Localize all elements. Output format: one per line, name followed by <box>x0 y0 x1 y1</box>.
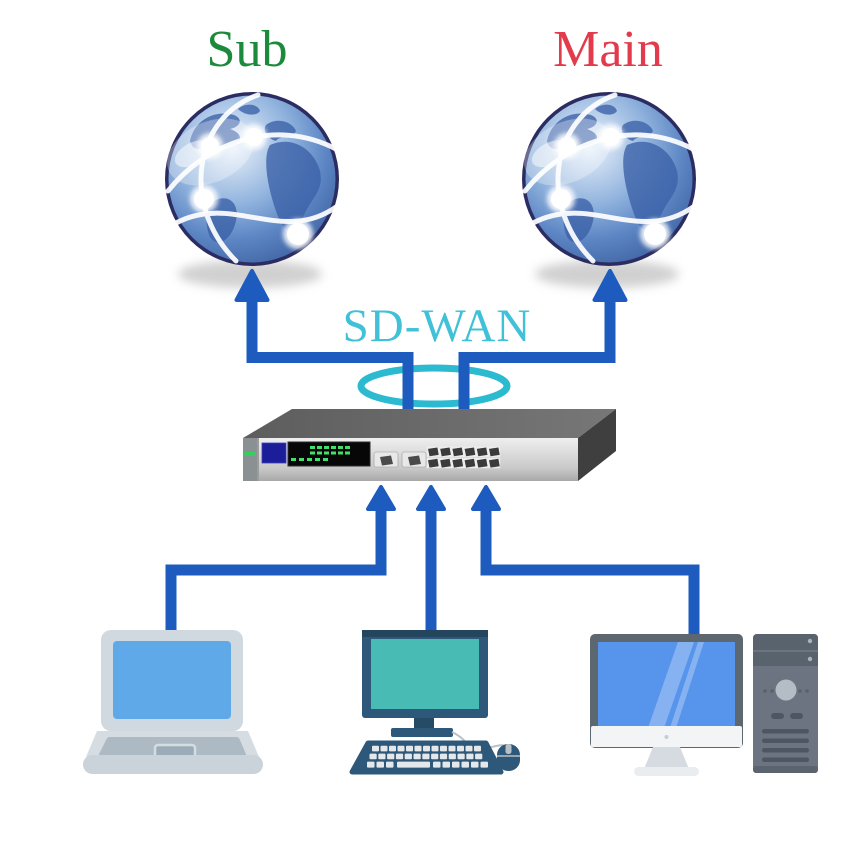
tower-vents <box>762 729 809 762</box>
tower-slot-2 <box>790 713 803 719</box>
desktop-stand-neck <box>414 718 434 728</box>
workstation-icon <box>590 634 818 776</box>
switch-power-led <box>244 452 256 456</box>
lan-arrowheads <box>366 485 501 511</box>
lan-line-laptop <box>165 507 387 634</box>
lan-arrows <box>165 507 700 637</box>
ws-stand <box>644 747 689 769</box>
tower-footer <box>753 766 818 773</box>
arrowhead-to-main <box>592 269 628 302</box>
arrowhead-from-workstation <box>471 485 501 511</box>
laptop-icon <box>83 630 263 774</box>
desktop-icon <box>349 630 520 775</box>
laptop-base-bar <box>83 755 263 774</box>
globe-icon-sub <box>156 92 339 266</box>
tower-band-1-dot <box>807 638 813 644</box>
uplink-line-main <box>458 299 616 416</box>
switch-side-face <box>578 409 616 481</box>
switch-display-leds <box>291 446 350 461</box>
arrowhead-to-sub <box>234 269 270 302</box>
tower-band-2-dot <box>807 656 813 662</box>
tower-power-button <box>775 679 797 701</box>
ws-screen-reflection <box>648 642 704 726</box>
switch-sfp-module <box>373 451 427 468</box>
uplink-line-sub <box>246 299 414 416</box>
tower-button-dots <box>763 689 809 693</box>
switch-top-face <box>243 409 616 438</box>
tower-slot-1 <box>771 713 784 719</box>
uplink-arrowheads <box>234 269 628 302</box>
desktop-screen <box>371 639 479 709</box>
switch-port-grid <box>426 446 501 469</box>
main-site-label: Main <box>553 21 663 78</box>
desktop-monitor-top-edge <box>362 630 488 637</box>
lan-line-workstation <box>480 507 700 637</box>
switch-brand-plate <box>261 442 287 464</box>
mouse-icon <box>497 744 520 771</box>
ws-screen <box>598 642 735 726</box>
tower-body <box>753 634 818 773</box>
globe-icon-main <box>513 92 696 266</box>
switch-left-strip <box>243 438 258 481</box>
laptop-screen <box>113 641 231 719</box>
uplink-arrows <box>246 299 616 416</box>
arrowhead-from-desktop <box>416 485 446 511</box>
tower-band-1b <box>753 642 818 650</box>
keyboard-keys <box>367 745 488 768</box>
tower-band-2 <box>753 652 818 666</box>
sub-site-label: Sub <box>207 21 288 78</box>
sdwan-loop-ellipse <box>357 364 511 408</box>
switch-icon <box>243 409 616 481</box>
arrowhead-from-laptop <box>366 485 396 511</box>
tower-icon <box>753 634 818 773</box>
switch-strip-divider <box>257 438 259 481</box>
ws-stand-base <box>634 767 699 776</box>
desktop-stand-base <box>391 728 453 737</box>
sdwan-label: SD-WAN <box>343 300 532 352</box>
ws-chin-dot <box>664 735 669 739</box>
